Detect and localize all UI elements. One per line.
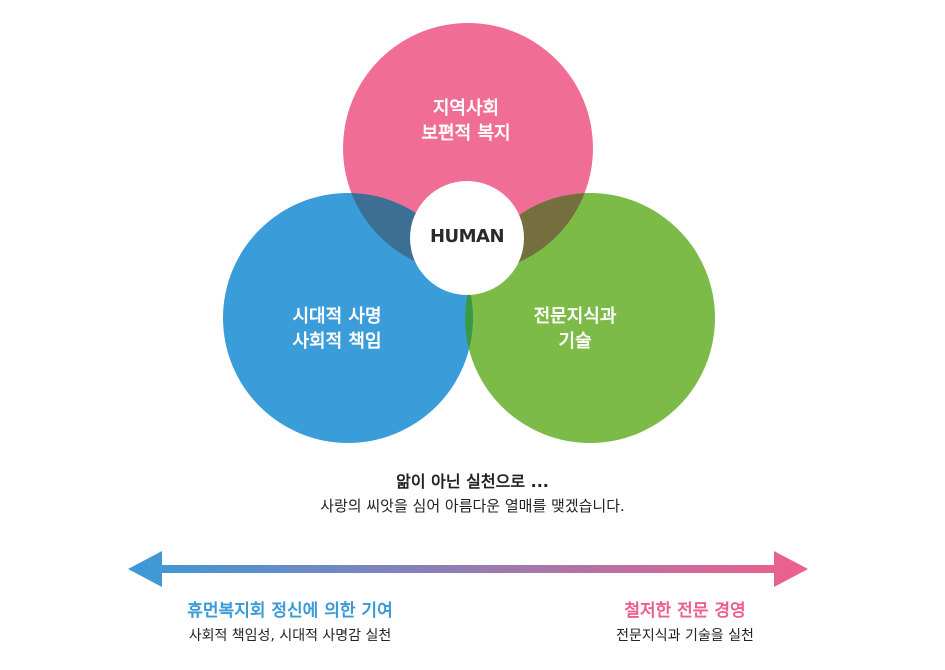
circle-top-label-line2: 보편적 복지: [421, 123, 511, 144]
message-headline: 앎이 아닌 실천으로 ...: [396, 472, 549, 491]
overlap-top-left: [343, 193, 473, 273]
circle-left-label-line2: 사회적 책임: [292, 331, 382, 352]
circle-top-label-line1: 지역사회: [432, 98, 500, 119]
center-circle: [410, 181, 524, 295]
circle-left-label-line1: 시대적 사명: [292, 306, 382, 327]
double-arrow: [128, 551, 808, 587]
caption-right: 철저한 전문 경영 전문지식과 기술을 실천: [560, 598, 810, 648]
circle-left-label: 시대적 사명 사회적 책임: [237, 304, 437, 354]
double-arrow-shape: [128, 551, 808, 587]
circle-right-label-line1: 전문지식과: [533, 306, 617, 327]
caption-left-title: 휴먼복지회 정신에 의한 기여: [187, 601, 393, 621]
caption-left-subtitle: 사회적 책임성, 시대적 사명감 실천: [188, 628, 392, 644]
venn-diagram: [223, 23, 715, 443]
message-body: 사랑의 씨앗을 심어 아름다운 열매를 맺겠습니다.: [320, 497, 625, 515]
circle-right-label-line2: 기술: [558, 331, 592, 352]
caption-left: 휴먼복지회 정신에 의한 기여 사회적 책임성, 시대적 사명감 실천: [150, 598, 430, 648]
circle-top-label: 지역사회 보편적 복지: [366, 96, 566, 146]
caption-right-subtitle: 전문지식과 기술을 실천: [616, 628, 754, 644]
message: 앎이 아닌 실천으로 ... 사랑의 씨앗을 심어 아름다운 열매를 맺겠습니다…: [0, 470, 945, 518]
caption-right-title: 철저한 전문 경영: [624, 601, 746, 621]
center-label: HUMAN: [429, 226, 505, 247]
overlap-top-right: [465, 193, 593, 273]
circle-right-label: 전문지식과 기술: [475, 304, 675, 354]
